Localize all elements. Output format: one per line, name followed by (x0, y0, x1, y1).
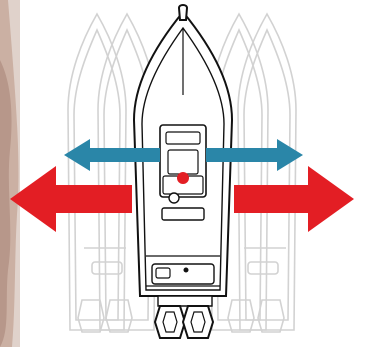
outboard-engine-icon (153, 295, 215, 339)
ghost-hull-far-left (67, 12, 127, 331)
ghost-hull-far-right (237, 12, 297, 331)
pivot-point-icon (177, 172, 189, 184)
ghost-engines (77, 299, 285, 333)
large-double-arrow (10, 166, 354, 232)
joystick-hand-icon (0, 0, 20, 347)
small-double-arrow (64, 139, 303, 171)
main-boat-hull (132, 4, 234, 297)
helm-wheel (168, 192, 180, 204)
